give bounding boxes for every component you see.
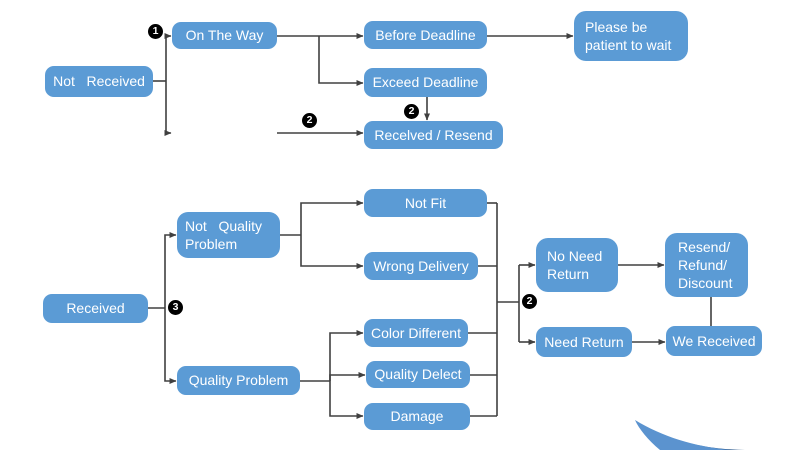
node-label: No Need Return <box>547 247 603 282</box>
node-label: Exceed Deadline <box>372 74 479 91</box>
node-label: Need Return <box>544 333 624 350</box>
node-received-resend: Recelved / Resend <box>364 121 503 149</box>
node-damage: Damage <box>364 403 470 430</box>
step-badge-1: 1 <box>148 24 163 39</box>
node-label: Not Quality Problem <box>185 217 263 252</box>
edge-to-qualitydelect <box>329 372 366 381</box>
node-not-quality-problem: Not Quality Problem <box>177 212 280 258</box>
step-badge-3: 3 <box>168 300 183 315</box>
edge-to-wrongdelivery <box>300 235 364 269</box>
node-label: Quality Problem <box>188 372 289 389</box>
step-badge-2-returnedlost: 2 <box>302 113 317 128</box>
node-label: Color Different <box>370 324 461 341</box>
node-on-the-way: On The Way <box>172 22 277 49</box>
edge-to-colordifferent <box>329 330 364 381</box>
edge-to-damage <box>329 381 364 419</box>
edge-ontheway-exceeddeadline <box>318 36 364 86</box>
node-exceed-deadline: Exceed Deadline <box>364 68 487 97</box>
node-no-need-return: No Need Return <box>536 238 618 292</box>
node-color-different: Color Different <box>364 319 468 347</box>
edge-to-quality <box>164 308 177 384</box>
node-label: Recelved / Resend <box>374 126 493 143</box>
node-label: Received <box>66 300 125 317</box>
node-quality-delect: Quality Delect <box>366 361 470 388</box>
edge-to-notquality <box>164 232 177 308</box>
node-not-fit: Not Fit <box>364 189 487 217</box>
step-badge-2-return: 2 <box>522 294 537 309</box>
edge-to-returnedlost <box>164 81 172 136</box>
swoosh-light-layer <box>635 420 730 450</box>
node-label: Not Fit <box>404 194 447 211</box>
node-quality-problem: Quality Problem <box>177 366 300 395</box>
edge-to-ontheway <box>164 33 172 81</box>
node-we-received: We Received <box>666 326 762 356</box>
node-label: Quality Delect <box>374 366 462 383</box>
node-label: Please be patient to wait <box>585 18 672 53</box>
node-label: We Received <box>672 332 756 349</box>
step-badge-2-exceed: 2 <box>404 104 419 119</box>
node-label: Not Received <box>53 73 145 90</box>
node-wrong-delivery: Wrong Delivery <box>364 252 478 280</box>
node-need-return: Need Return <box>536 327 632 357</box>
node-resend-refund-discount: Resend/ Refund/ Discount <box>665 233 748 297</box>
node-not-received: Not Received <box>45 66 153 97</box>
node-received: Received <box>43 294 148 323</box>
node-label: On The Way <box>185 27 264 44</box>
node-label: Before Deadline <box>375 26 476 43</box>
node-before-deadline: Before Deadline <box>364 21 487 49</box>
edge-to-notfit <box>300 200 364 235</box>
node-please-wait: Please be patient to wait <box>574 11 688 61</box>
node-label: Wrong Delivery <box>373 257 469 274</box>
node-label: Damage <box>390 408 444 425</box>
node-label: Resend/ Refund/ Discount <box>678 238 733 292</box>
